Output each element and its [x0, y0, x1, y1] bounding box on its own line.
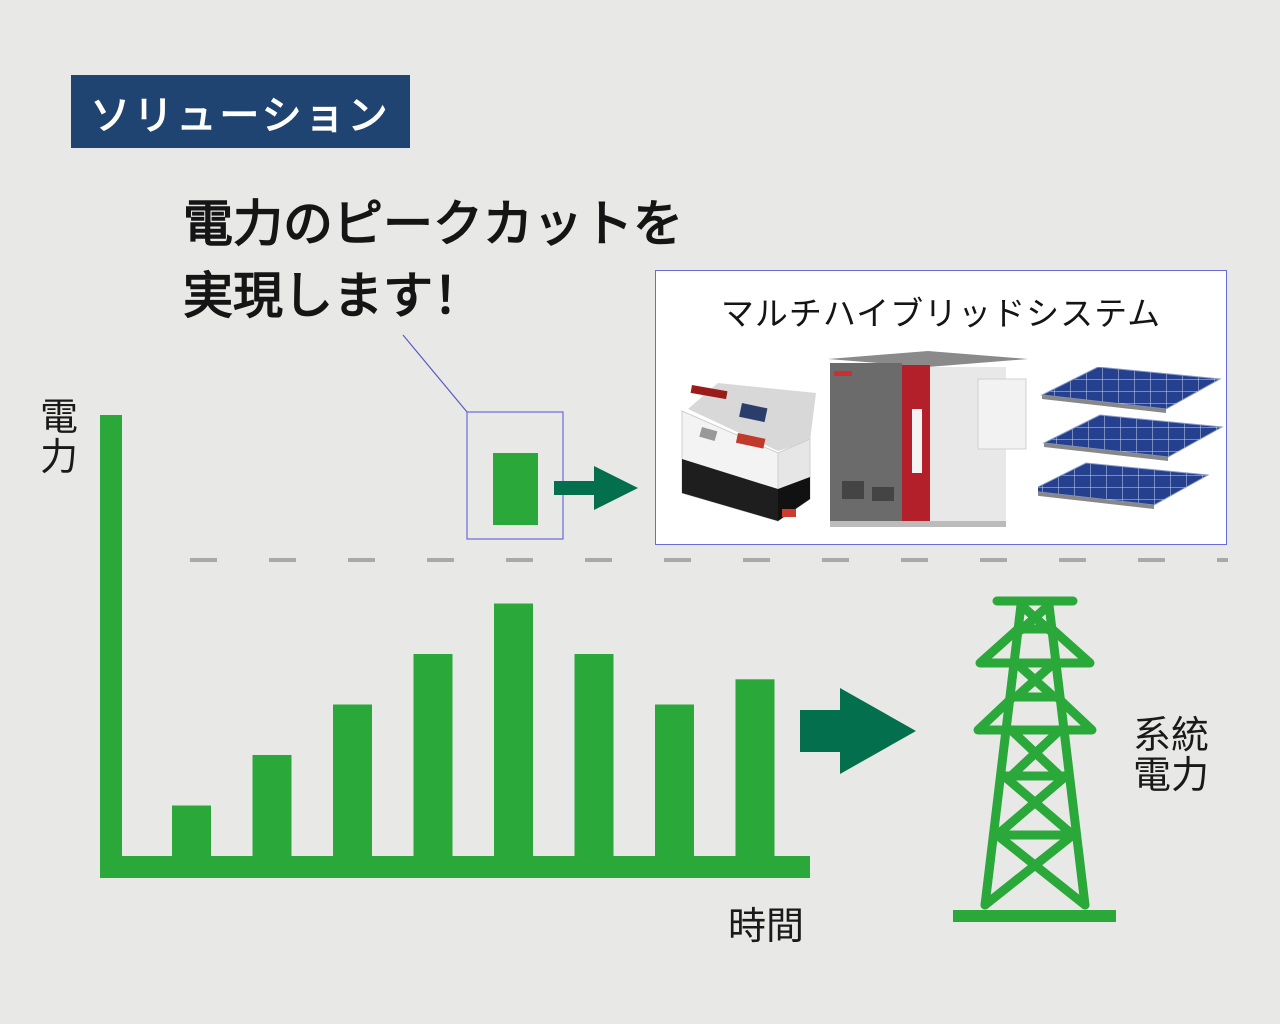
arrow-right-icon — [554, 466, 638, 510]
peak-highlight-box — [466, 411, 564, 540]
headline-line-1: 電力のピークカットを — [183, 195, 683, 253]
power-bar-1 — [172, 805, 211, 856]
arrow-right-icon — [800, 688, 916, 774]
solar-panels-icon — [1038, 367, 1224, 509]
headline: 電力のピークカットを 実現します！ — [183, 188, 683, 332]
callout-line — [402, 334, 468, 413]
peak-cut-block — [493, 453, 538, 525]
solution-badge: ソリューション — [71, 75, 410, 148]
power-bar-6 — [574, 654, 614, 856]
transmission-tower-icon — [953, 596, 1116, 922]
hybrid-cabinet-icon — [828, 351, 1028, 527]
x-axis — [100, 856, 810, 878]
y-axis-label: 電力 — [40, 395, 79, 479]
headline-line-2: 実現します！ — [183, 267, 483, 325]
y-axis — [100, 415, 122, 878]
hybrid-system-panel: マルチハイブリッドシステム — [655, 270, 1227, 545]
power-bar-2 — [252, 755, 292, 856]
system-title: マルチハイブリッドシステム — [720, 294, 1162, 333]
bar-group — [172, 603, 775, 857]
grid-power-label: 系統電力 — [1133, 713, 1210, 797]
generator-icon — [681, 383, 816, 522]
x-axis-label: 時間 — [728, 904, 805, 948]
power-bar-7 — [655, 704, 694, 856]
power-bar-5 — [494, 603, 533, 856]
power-bar-3 — [333, 704, 372, 856]
power-bar-4 — [413, 654, 453, 856]
power-bar-8 — [735, 679, 775, 857]
